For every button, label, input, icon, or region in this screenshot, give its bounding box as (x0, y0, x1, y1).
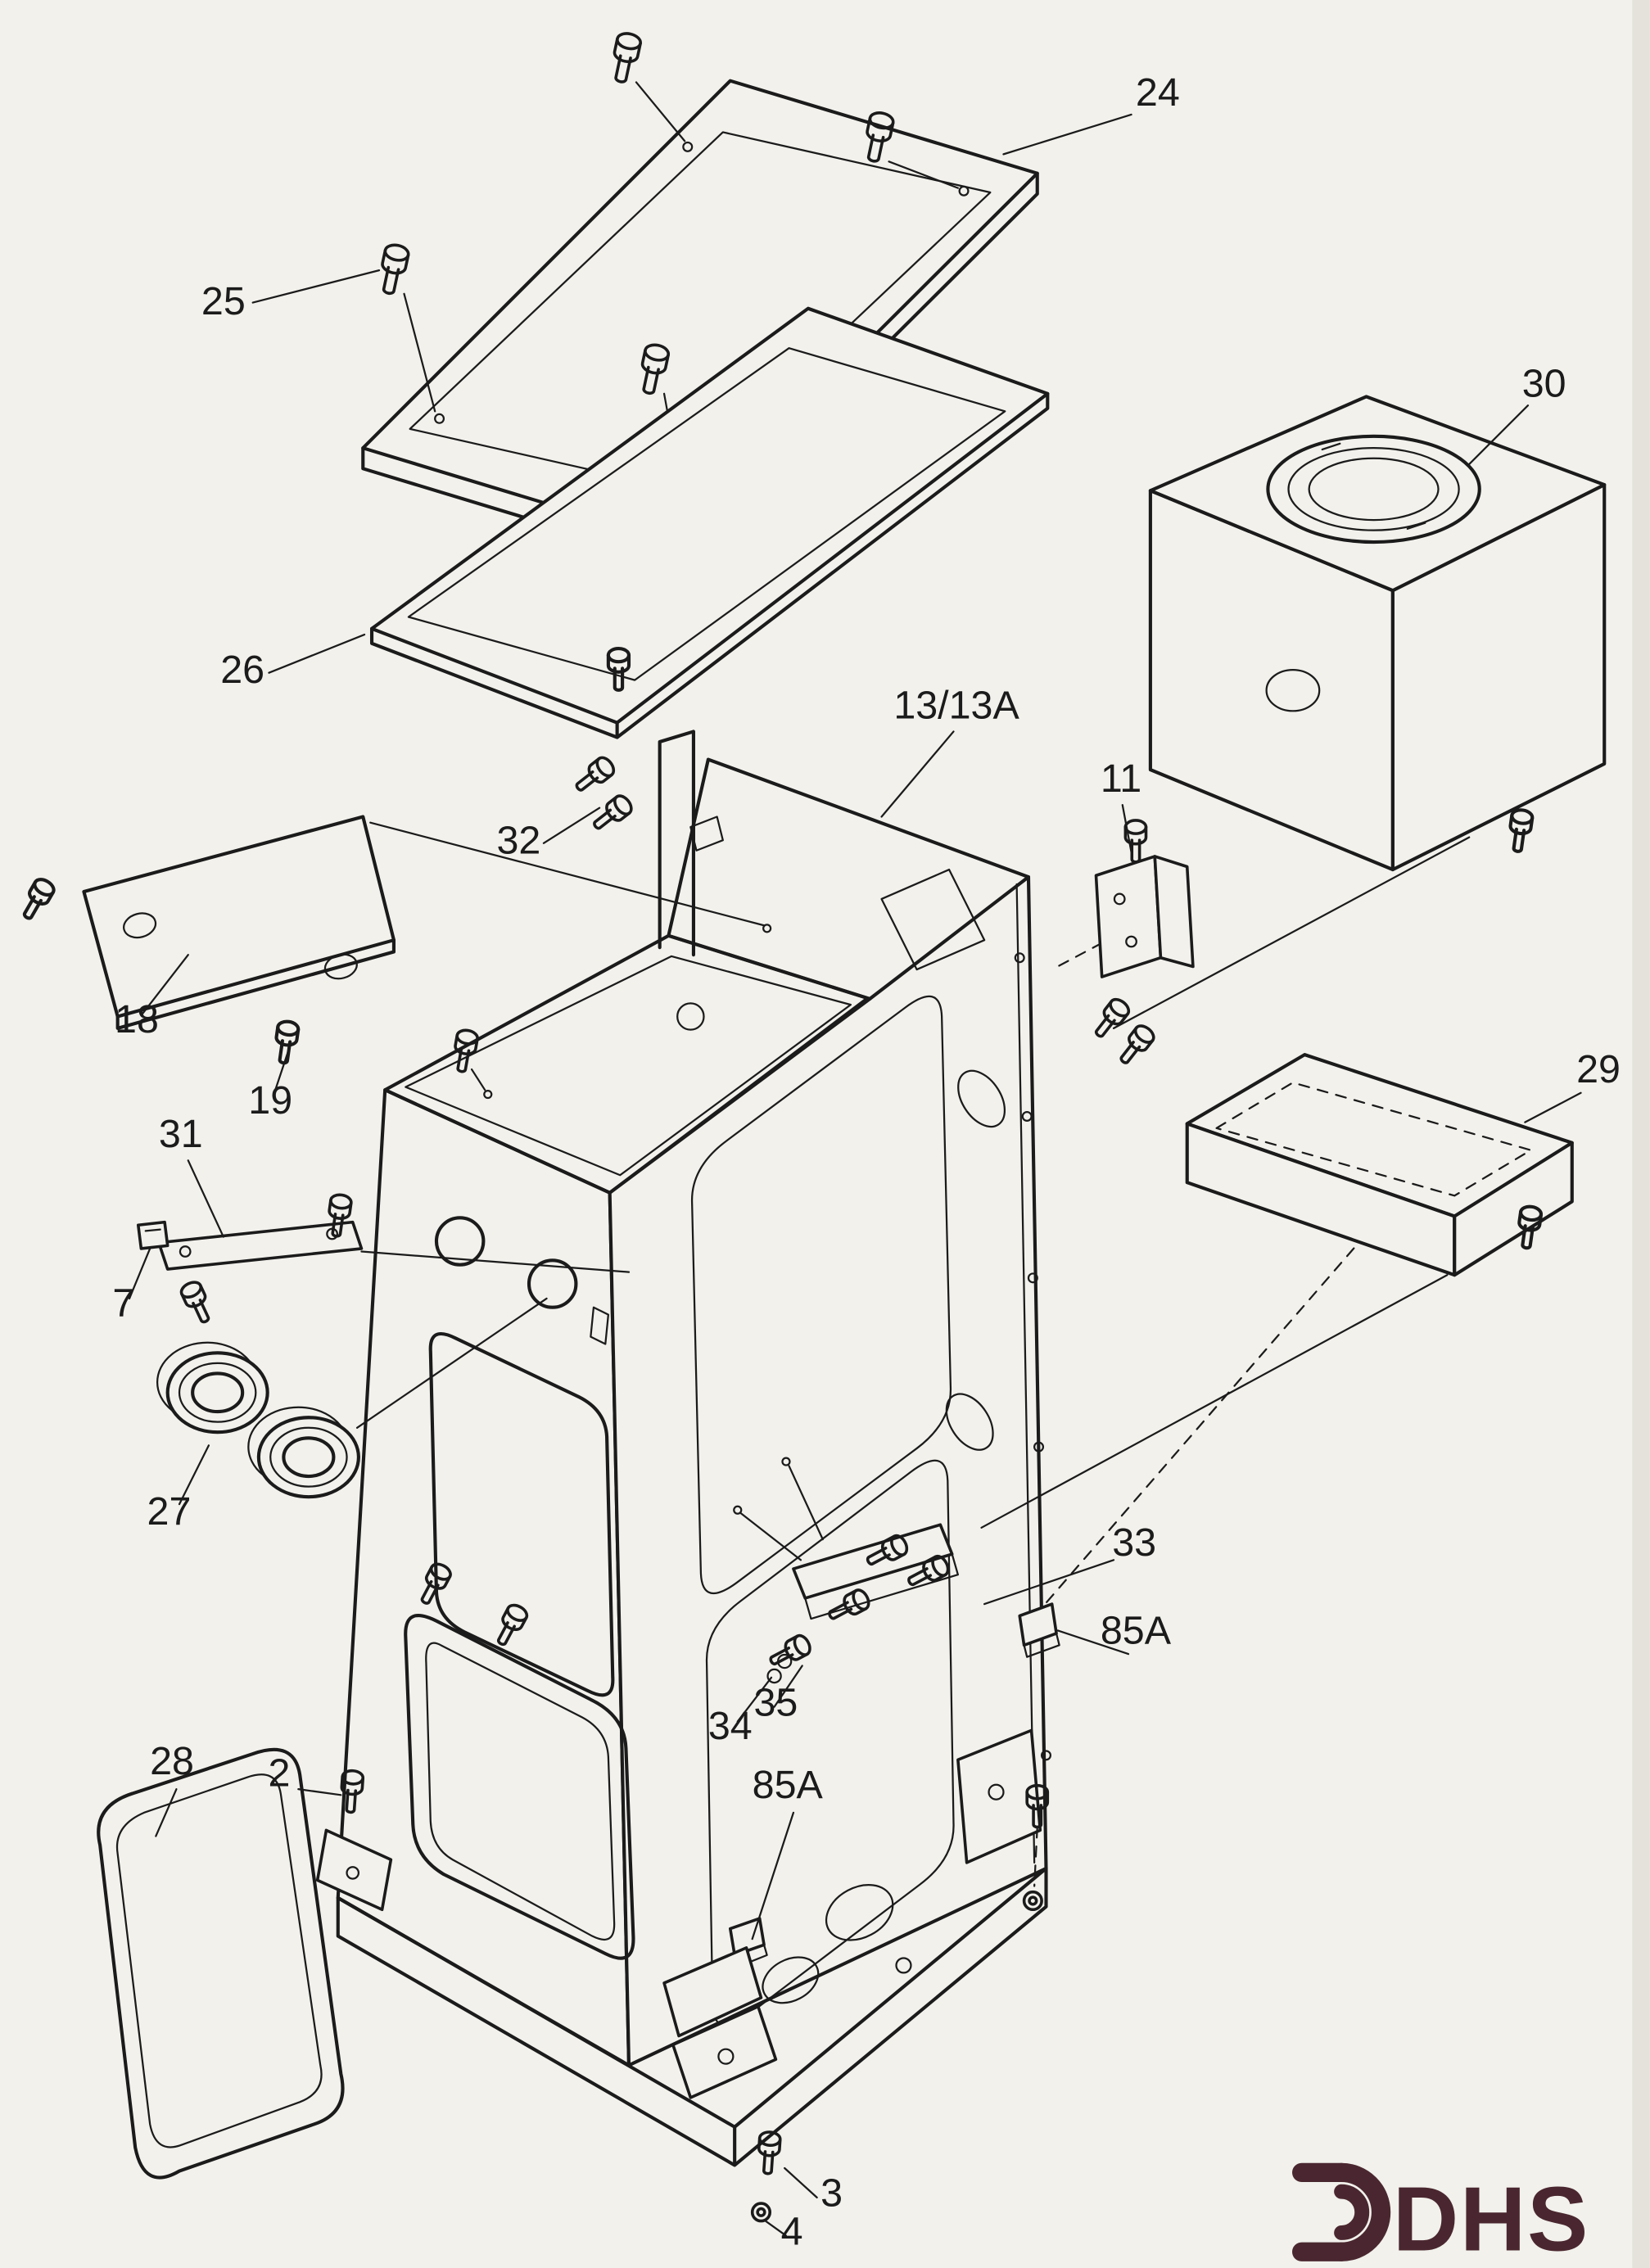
callout-35: 35 (753, 1680, 798, 1724)
scan-edge (1632, 0, 1650, 2268)
leader-85A-right (1056, 1629, 1130, 1656)
dhs-logo-text: DHS (1393, 2167, 1589, 2268)
callout-25: 25 (201, 279, 246, 323)
leader-31 (187, 1159, 224, 1238)
callout-3: 3 (820, 2171, 843, 2216)
leader-28 (155, 1788, 178, 1837)
leader-25 (251, 269, 381, 304)
leader-4 (764, 2220, 788, 2237)
leader-11 (1121, 804, 1132, 853)
part-tray-29 (1185, 1053, 1574, 1277)
callout-29: 29 (1576, 1047, 1621, 1091)
leader-13 (880, 730, 955, 818)
callout-31: 31 (159, 1112, 203, 1156)
leader-2 (297, 1788, 342, 1796)
callout-labels: 24 25 30 26 13/13A 32 11 18 19 31 7 27 2… (112, 70, 1621, 2253)
part-bracket-assembly-33 (765, 1523, 959, 1684)
dhs-logo-icon (1292, 2162, 1391, 2261)
part-studs-25 (375, 29, 959, 459)
leader-32 (542, 806, 601, 844)
callout-28: 28 (150, 1739, 194, 1783)
leader-19 (272, 1050, 289, 1097)
callout-18: 18 (115, 997, 159, 1041)
leader-85A-lower (751, 1811, 795, 1940)
part-chassis-13-13A (336, 730, 1052, 2167)
part-door-gasket-28 (97, 1747, 345, 2180)
leader-24 (1002, 113, 1132, 156)
callout-26: 26 (220, 648, 264, 692)
leader-26 (268, 633, 366, 674)
callout-19: 19 (248, 1078, 292, 1123)
callout-27: 27 (147, 1489, 192, 1534)
part-clip-85A-right (1018, 1602, 1060, 1658)
leader-18 (142, 954, 189, 1015)
leader-34 (736, 1676, 773, 1723)
part-top-frame-26 (369, 306, 1050, 739)
callout-leaders (128, 113, 1582, 2237)
leader-7 (128, 1247, 151, 1300)
callout-2: 2 (269, 1751, 291, 1796)
callout-85A-lower: 85A (753, 1763, 824, 1807)
callout-34: 34 (708, 1704, 753, 1748)
callout-32: 32 (497, 818, 541, 862)
leader-30 (1468, 404, 1530, 466)
callout-4: 4 (781, 2209, 803, 2253)
dhs-logo: DHS (1292, 2162, 1589, 2268)
leader-35 (773, 1665, 803, 1708)
assembly-guide-lines (355, 821, 1471, 1624)
part-bracket-31 (136, 1191, 364, 1327)
callout-24: 24 (1136, 70, 1180, 115)
callout-85A-right: 85A (1101, 1609, 1172, 1653)
callout-33: 33 (1112, 1520, 1156, 1565)
leader-27 (178, 1444, 210, 1506)
leader-29 (1524, 1091, 1582, 1123)
callout-30: 30 (1522, 361, 1566, 405)
callout-13-13A: 13/13A (893, 683, 1019, 727)
part-foot-brackets (315, 1728, 1050, 2223)
part-grommets-27 (156, 1341, 360, 1499)
part-bracket-11 (1088, 819, 1195, 1070)
part-flue-hood-30 (1148, 395, 1607, 872)
leader-3 (784, 2166, 818, 2199)
leader-33 (983, 1559, 1115, 1606)
callout-11: 11 (1101, 757, 1141, 801)
callout-7: 7 (112, 1281, 134, 1325)
part-screws-32 (450, 752, 636, 1091)
part-side-panel-18 (18, 815, 396, 1064)
